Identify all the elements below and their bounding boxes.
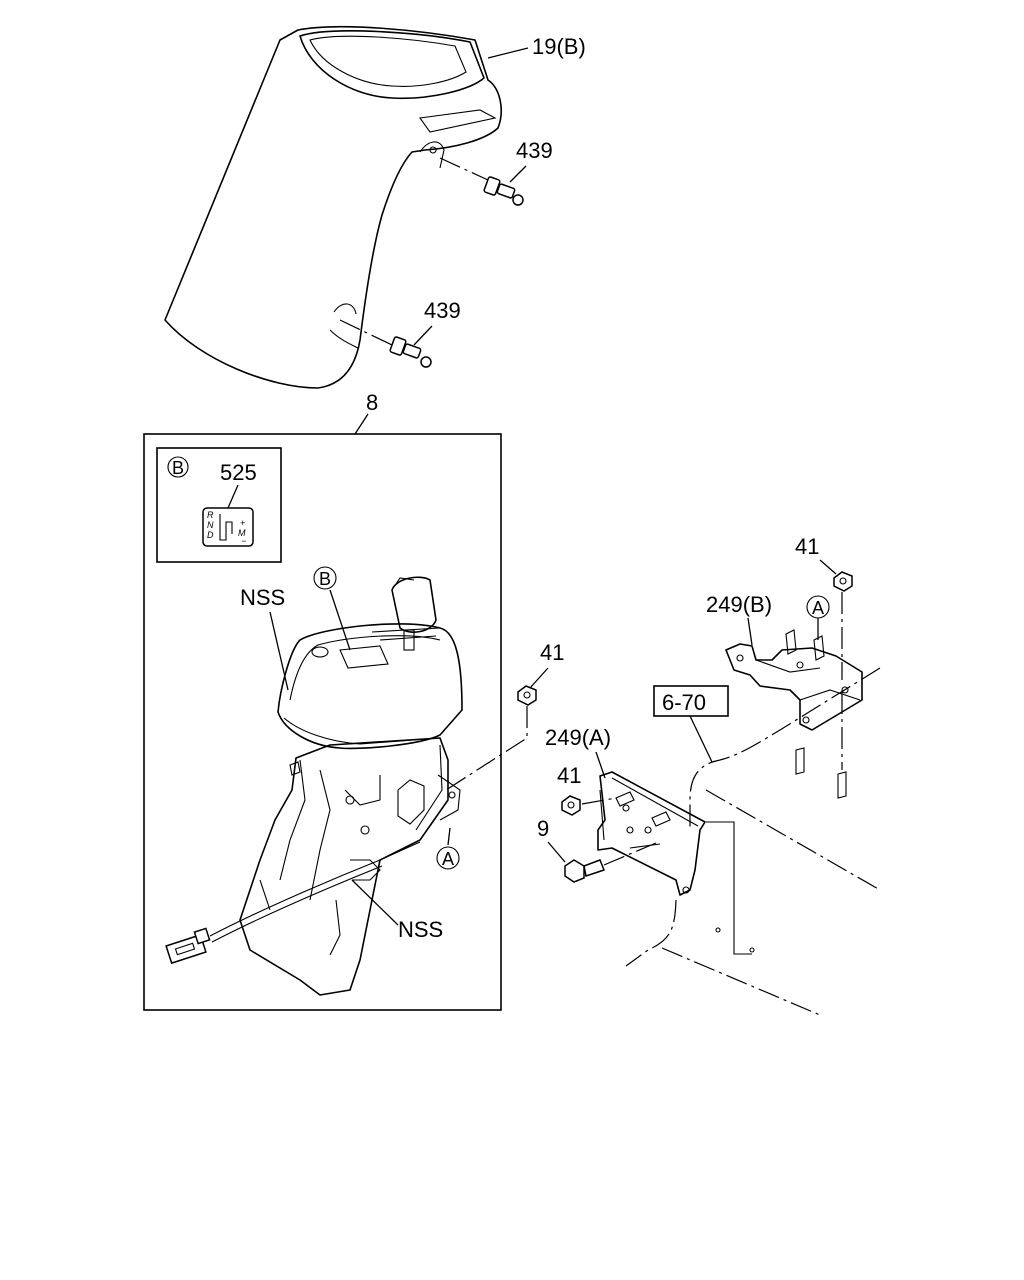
indicator-minus: − bbox=[241, 536, 246, 546]
label-bolt: 9 bbox=[537, 816, 549, 841]
shifter-base-mechanism bbox=[239, 737, 461, 996]
callout-b-console: B bbox=[319, 569, 331, 589]
nut-bracket-a bbox=[561, 795, 581, 816]
wire-harness-connector bbox=[165, 841, 421, 965]
label-bracket-a: 249(A) bbox=[545, 725, 611, 750]
callout-a-left-circle bbox=[436, 846, 460, 870]
indicator-m: M bbox=[238, 528, 246, 538]
vehicle-body-outline bbox=[625, 667, 881, 1016]
label-nss-upper: NSS bbox=[240, 585, 285, 610]
stud-b-right bbox=[837, 771, 847, 799]
stud-b-left bbox=[795, 747, 805, 775]
bolt bbox=[564, 859, 605, 883]
nut-left bbox=[517, 685, 537, 706]
label-ref-box: 6-70 bbox=[662, 690, 706, 715]
label-nut-left: 41 bbox=[540, 640, 564, 665]
svg-text:D: D bbox=[207, 530, 214, 540]
console-cover bbox=[164, 25, 502, 389]
assembly-frame bbox=[143, 433, 502, 1011]
label-screw-upper: 439 bbox=[516, 138, 553, 163]
label-nut-right: 41 bbox=[795, 534, 819, 559]
shifter-console bbox=[277, 576, 463, 750]
indicator-plate: R N D + M − bbox=[202, 507, 254, 547]
label-nss-lower: NSS bbox=[398, 917, 443, 942]
label-screw-lower: 439 bbox=[424, 298, 461, 323]
callout-a-left: A bbox=[442, 849, 454, 869]
callout-b-small-circle bbox=[167, 456, 189, 478]
svg-text:R: R bbox=[207, 510, 214, 520]
screw-upper bbox=[439, 157, 524, 206]
bracket-a bbox=[597, 771, 706, 896]
callout-a-right: A bbox=[812, 598, 824, 618]
label-bracket-b: 249(B) bbox=[706, 592, 772, 617]
indicator-plus: + bbox=[240, 518, 245, 528]
nut-right bbox=[833, 571, 853, 592]
svg-text:N: N bbox=[207, 520, 214, 530]
indicator-inset-frame bbox=[156, 447, 282, 563]
label-shifter-assembly: 8 bbox=[366, 390, 378, 415]
label-console-cover: 19(B) bbox=[532, 34, 586, 59]
label-nut-bracket-a: 41 bbox=[557, 763, 581, 788]
bracket-b bbox=[725, 629, 863, 731]
callout-b-console-circle bbox=[313, 566, 337, 590]
label-indicator-plate: 525 bbox=[220, 460, 257, 485]
ref-box-frame bbox=[653, 685, 729, 717]
callout-b-small: B bbox=[172, 458, 184, 478]
screw-lower bbox=[339, 319, 432, 368]
